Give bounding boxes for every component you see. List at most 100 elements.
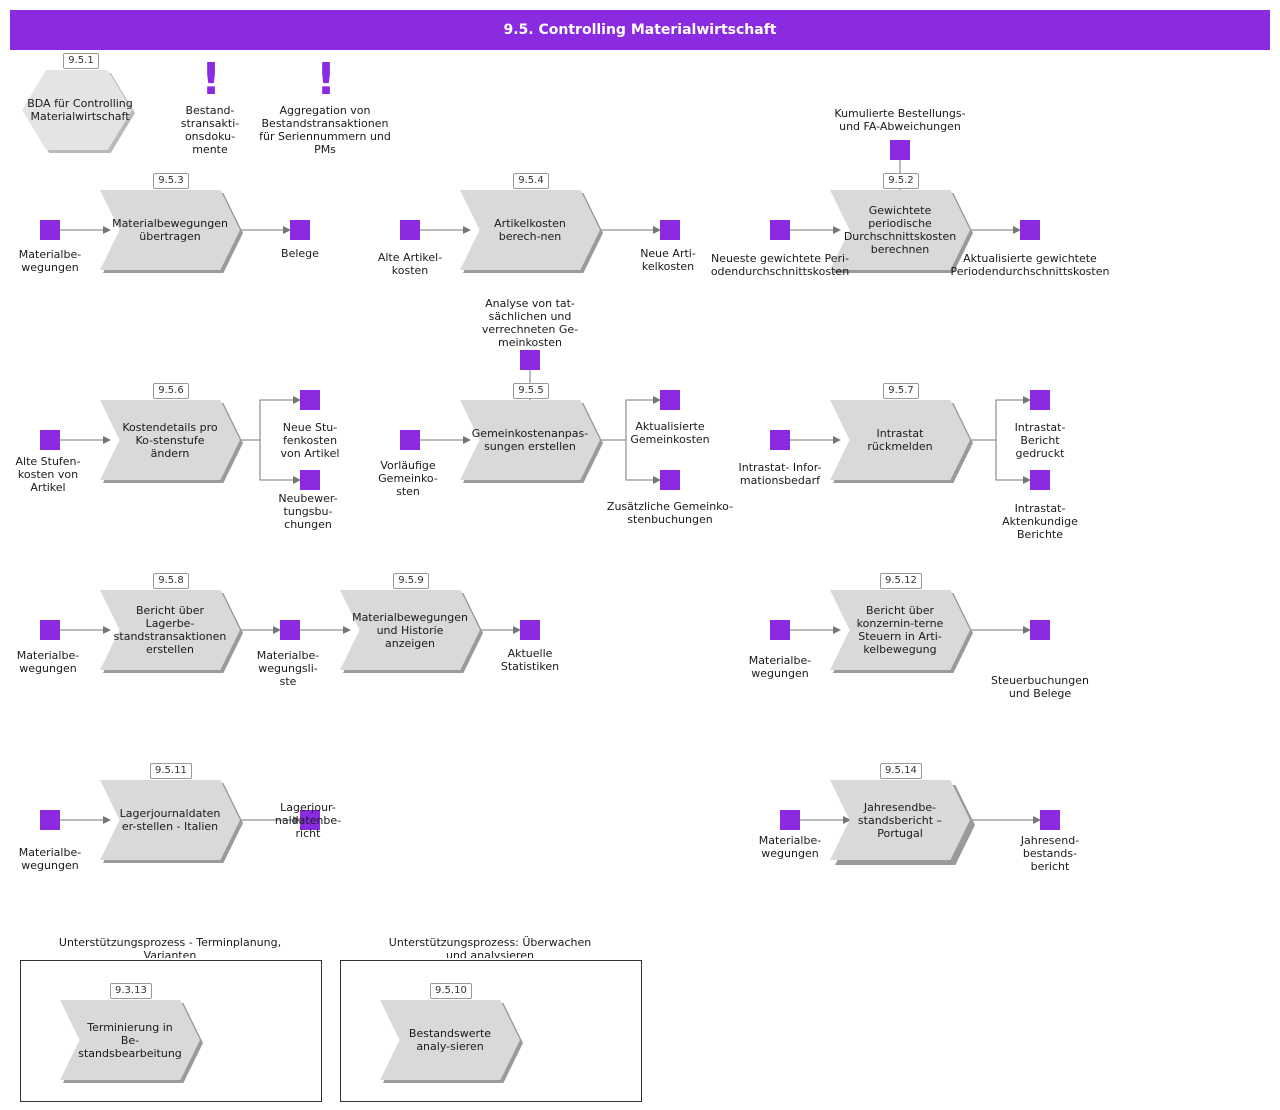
input-object[interactable] [770, 620, 790, 640]
process-9-5-10[interactable] [380, 1000, 520, 1080]
input-label: Neueste gewichtete Peri-odendurchschnitt… [710, 252, 850, 278]
process-9-5-6[interactable] [100, 400, 240, 480]
badge-9-5-1: 9.5.1 [63, 53, 99, 69]
process-label: Artikelkosten berech-nen [494, 217, 566, 243]
badge-9-5-14: 9.5.14 [880, 763, 922, 779]
badge-9-5-10: 9.5.10 [430, 983, 472, 999]
top-object[interactable] [520, 350, 540, 370]
input-label: Materialbe-wegungen [16, 649, 80, 675]
output-label: Jahresend-bestands-bericht [1020, 834, 1080, 873]
process-9-5-5[interactable] [460, 400, 600, 480]
input-object[interactable] [770, 430, 790, 450]
badge-9-5-7: 9.5.7 [883, 383, 919, 399]
process-label: Terminierung in Be-standsbearbeitung [78, 1020, 182, 1060]
process-label: Bericht über konzernin-terne Steuern in … [856, 604, 944, 656]
input-object[interactable] [40, 430, 60, 450]
input-label: Materialbe-wegungen [18, 846, 82, 872]
process-label: Bericht über Lagerbe-standstransaktionen… [113, 604, 227, 656]
support-box-title: Unterstützungsprozess - Terminplanung, V… [58, 936, 282, 958]
output-object[interactable] [300, 470, 320, 490]
input-object[interactable] [40, 620, 60, 640]
hexagon-label: BDA für Controlling Materialwirtschaft [27, 97, 133, 123]
output-label: Neue Arti-kelkosten [640, 247, 696, 273]
process-label: Jahresendbe-standsbericht – Portugal [857, 800, 943, 840]
process-9-5-8[interactable] [100, 590, 240, 670]
output-label: Lagerjour-naldatenbe-richt [274, 801, 342, 840]
intermediate-label: Materialbe-wegungsli-ste [256, 649, 320, 688]
top-object-label: Kumulierte Bestellungs- und FA-Abweichun… [834, 107, 966, 133]
badge-9-5-11: 9.5.11 [150, 763, 192, 779]
input-object[interactable] [770, 220, 790, 240]
process-9-5-2[interactable] [830, 190, 970, 270]
badge-9-3-13: 9.3.13 [110, 983, 152, 999]
output-object[interactable] [300, 390, 320, 410]
badge-9-5-3: 9.5.3 [153, 173, 189, 189]
input-label: Materialbe-wegungen [758, 834, 822, 860]
output-object[interactable] [1030, 470, 1050, 490]
process-9-5-3[interactable] [100, 190, 240, 270]
top-object-label: Analyse von tat-sächlichen und verrechne… [481, 297, 579, 349]
badge-9-5-4: 9.5.4 [513, 173, 549, 189]
badge-9-5-5: 9.5.5 [513, 383, 549, 399]
output-object[interactable] [660, 220, 680, 240]
process-9-5-9[interactable] [340, 590, 480, 670]
input-label: Materialbe-wegungen [748, 654, 812, 680]
process-label: Gewichtete periodische Durchschnittskost… [843, 204, 957, 256]
process-label: Bestandswerte analy-sieren [408, 1027, 492, 1053]
intermediate-object[interactable] [280, 620, 300, 640]
output-label: Neubewer-tungsbu-chungen [278, 492, 338, 531]
output-label: Zusätzliche Gemeinko-stenbuchungen [606, 500, 734, 526]
process-9-5-14[interactable] [830, 780, 970, 860]
warning-label-2: Aggregation von Bestandstransaktionen fü… [259, 104, 391, 156]
input-object[interactable] [780, 810, 800, 830]
input-label: Intrastat- Infor-mationsbedarf [738, 461, 822, 487]
support-box-title: Unterstützungsprozess: Überwachen und an… [388, 936, 592, 958]
badge-9-5-12: 9.5.12 [880, 573, 922, 589]
badge-9-5-9: 9.5.9 [393, 573, 429, 589]
output-label: Steuerbuchungen und Belege [991, 674, 1089, 700]
warning-icon: ! [316, 54, 337, 105]
input-object[interactable] [400, 430, 420, 450]
process-9-5-7[interactable] [830, 400, 970, 480]
process-9-5-4[interactable] [460, 190, 600, 270]
output-object[interactable] [660, 470, 680, 490]
process-9-5-11[interactable] [100, 780, 240, 860]
input-object[interactable] [400, 220, 420, 240]
process-label: Lagerjournaldaten er-stellen - Italien [119, 807, 221, 833]
output-object[interactable] [1020, 220, 1040, 240]
process-9-5-12[interactable] [830, 590, 970, 670]
output-object[interactable] [290, 220, 310, 240]
output-object[interactable] [1030, 620, 1050, 640]
process-label: Intrastat rückmelden [867, 427, 933, 453]
output-label: Belege [281, 247, 319, 260]
input-label: Alte Stufen-kosten von Artikel [15, 455, 81, 494]
warning-label-1: Bestand-stransakti-onsdoku-mente [180, 104, 240, 156]
output-label: Intrastat-Bericht gedruckt [1014, 421, 1066, 460]
badge-9-5-8: 9.5.8 [153, 573, 189, 589]
output-label: Intrastat-Aktenkundige Berichte [1002, 502, 1078, 541]
input-label: Materialbe-wegungen [18, 248, 82, 274]
output-label: Neue Stu-fenkosten von Artikel [280, 421, 340, 460]
top-object[interactable] [890, 140, 910, 160]
output-label: Aktualisierte Gemeinkosten [630, 420, 710, 446]
input-object[interactable] [40, 810, 60, 830]
process-label: Materialbewegungen übertragen [112, 217, 228, 243]
process-label: Materialbewegungen und Historie anzeigen [352, 610, 468, 650]
process-label: Kostendetails pro Ko-stenstufe ändern [122, 420, 218, 460]
output-label: Aktuelle Statistiken [500, 647, 560, 673]
output-object[interactable] [660, 390, 680, 410]
process-label: Gemeinkostenanpas-sungen erstellen [471, 427, 589, 453]
output-object[interactable] [1030, 390, 1050, 410]
page-title: 9.5. Controlling Materialwirtschaft [10, 10, 1270, 50]
badge-9-5-6: 9.5.6 [153, 383, 189, 399]
output-object[interactable] [1040, 810, 1060, 830]
output-object[interactable] [300, 810, 320, 830]
input-object[interactable] [40, 220, 60, 240]
output-object[interactable] [520, 620, 540, 640]
input-label: Alte Artikel-kosten [377, 251, 443, 277]
hexagon-bda[interactable] [22, 70, 132, 150]
output-label: Aktualisierte gewichtete Periodendurchsc… [950, 252, 1110, 278]
process-9-3-13[interactable] [60, 1000, 200, 1080]
warning-icon: ! [201, 54, 222, 105]
badge-9-5-2: 9.5.2 [883, 173, 919, 189]
